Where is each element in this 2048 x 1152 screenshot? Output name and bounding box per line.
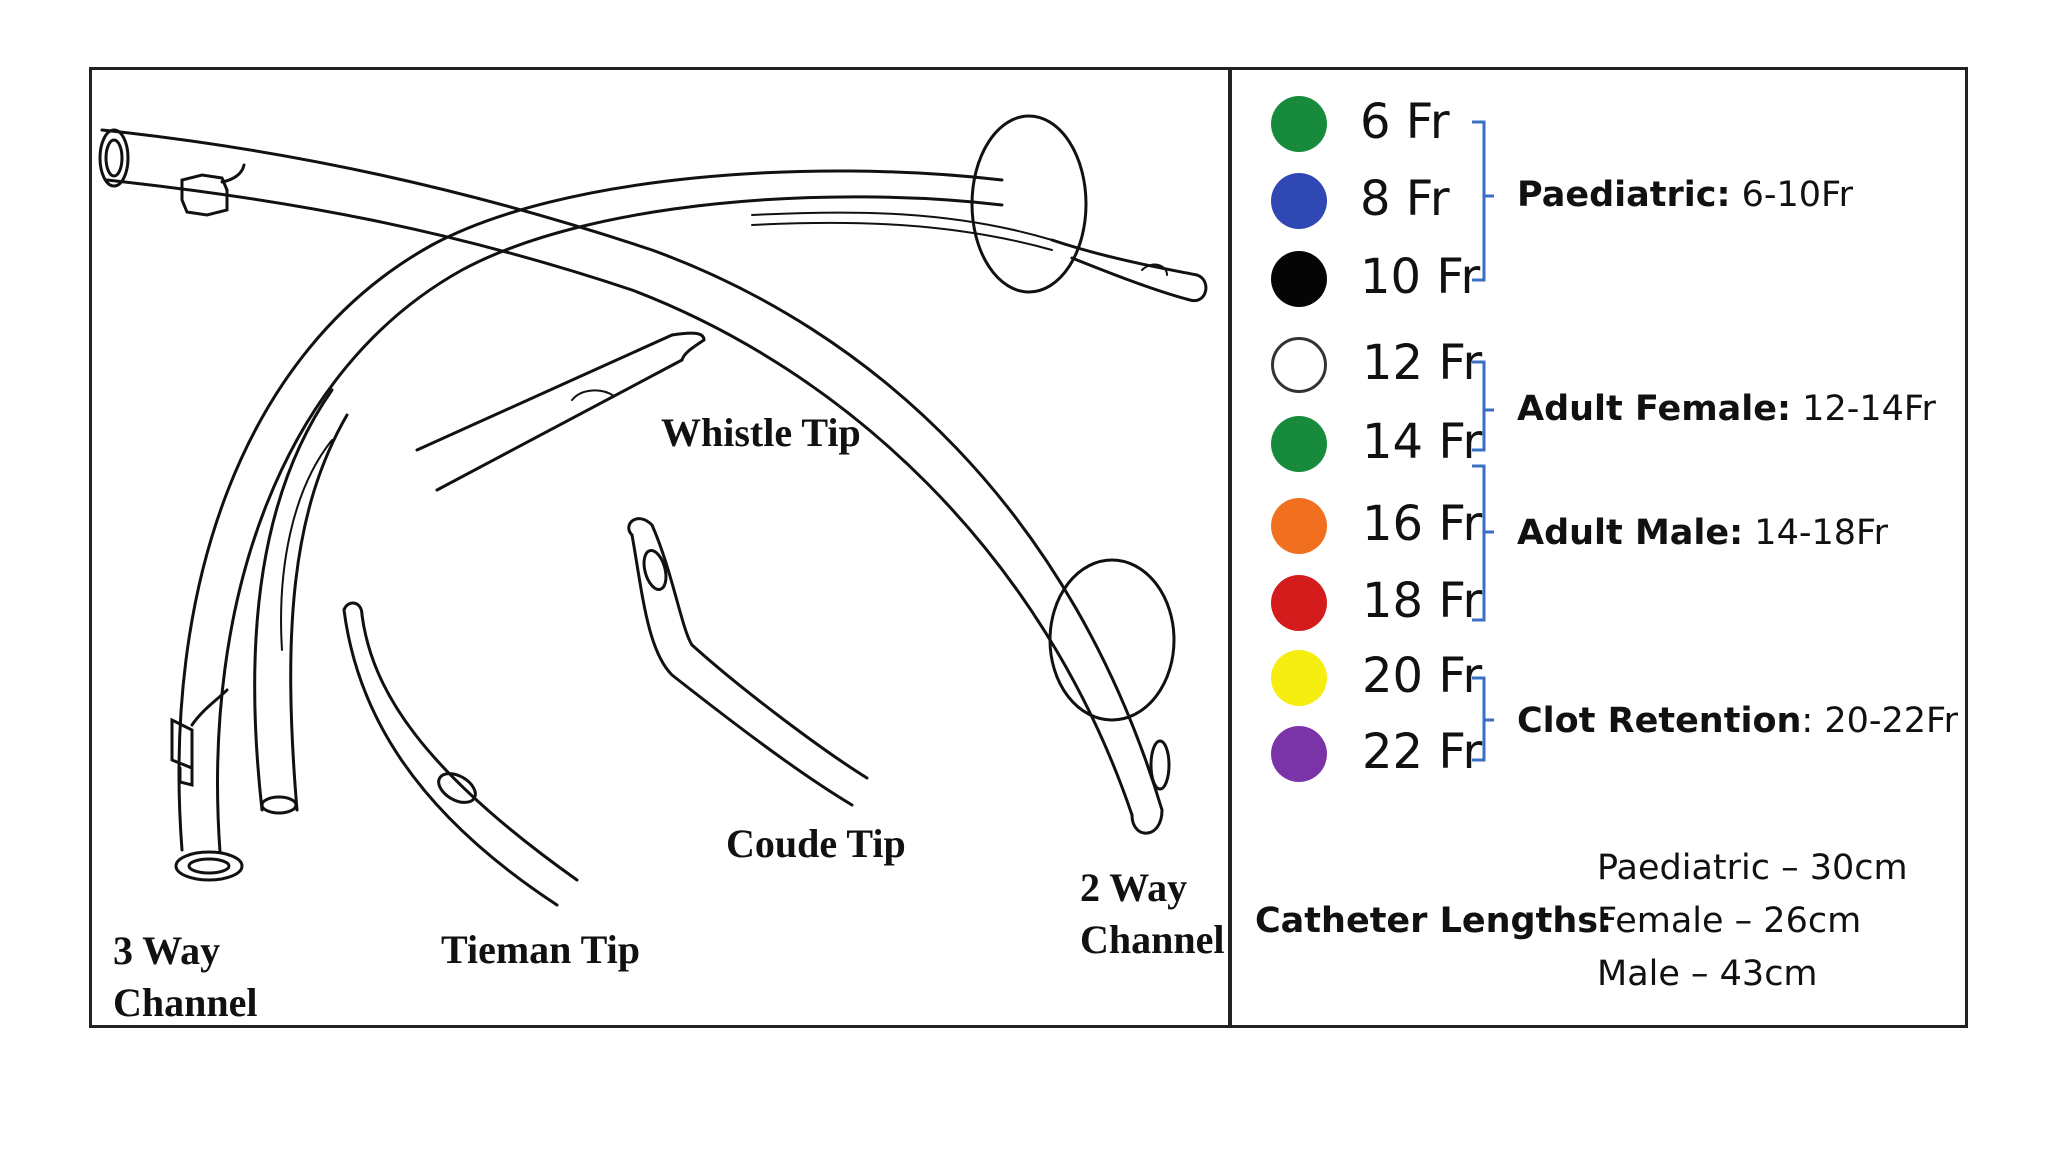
size-label: 8 Fr: [1360, 171, 1450, 227]
size-label: 16 Fr: [1362, 496, 1483, 552]
coude-tip-label: Coude Tip: [726, 821, 906, 866]
group-range: 14-18Fr: [1754, 513, 1888, 553]
size-label: 22 Fr: [1362, 724, 1483, 780]
group-adult-male: Adult Male: 14-18Fr: [1517, 516, 1888, 551]
coude-tip-drawing: [627, 517, 869, 807]
tieman-tip-drawing: [342, 601, 579, 907]
three-way-label: 3 Way Channel: [113, 928, 258, 1025]
size-label: 10 Fr: [1360, 249, 1481, 305]
size-label: 14 Fr: [1362, 414, 1483, 470]
size-label: 12 Fr: [1362, 335, 1483, 391]
group-brackets: [1472, 120, 1494, 762]
group-range: : 20-22Fr: [1801, 701, 1959, 741]
group-name: Clot Retention: [1517, 701, 1802, 741]
size-color-dot: [1271, 416, 1327, 472]
group-adult-female: Adult Female: 12-14Fr: [1517, 392, 1936, 427]
length-female: Female – 26cm: [1597, 901, 1862, 941]
size-color-dot: [1271, 650, 1327, 706]
three-way-catheter: [170, 114, 1208, 882]
size-color-dot: [1271, 173, 1327, 229]
diagram-frame: [89, 67, 1968, 1028]
lengths-title: Catheter Lengths:: [1255, 901, 1613, 941]
group-name: Adult Female:: [1517, 389, 1792, 429]
two-way-label: 2 Way Channel: [1080, 865, 1225, 962]
size-color-dot: [1271, 575, 1327, 631]
group-range: 12-14Fr: [1802, 389, 1936, 429]
catheter-drawing: [98, 114, 1208, 907]
whistle-tip-drawing: [415, 331, 706, 492]
group-name: Adult Male:: [1517, 513, 1744, 553]
tieman-tip-label: Tieman Tip: [441, 927, 640, 972]
group-name: Paediatric:: [1517, 175, 1731, 215]
length-paediatric: Paediatric – 30cm: [1597, 848, 1908, 888]
size-color-dot: [1271, 498, 1327, 554]
size-label: 20 Fr: [1362, 648, 1483, 704]
length-male: Male – 43cm: [1597, 954, 1818, 994]
two-way-catheter: [98, 128, 1176, 835]
size-label: 18 Fr: [1362, 573, 1483, 629]
size-color-dot: [1271, 251, 1327, 307]
whistle-tip-label: Whistle Tip: [661, 410, 861, 455]
panel-divider: [1228, 67, 1232, 1028]
size-color-dot: [1271, 337, 1327, 393]
size-label: 6 Fr: [1360, 94, 1450, 150]
size-color-dot: [1271, 726, 1327, 782]
group-paediatric: Paediatric: 6-10Fr: [1517, 178, 1853, 213]
size-color-dot: [1271, 96, 1327, 152]
group-range: 6-10Fr: [1741, 175, 1854, 215]
group-clot-retention: Clot Retention: 20-22Fr: [1517, 704, 1958, 739]
